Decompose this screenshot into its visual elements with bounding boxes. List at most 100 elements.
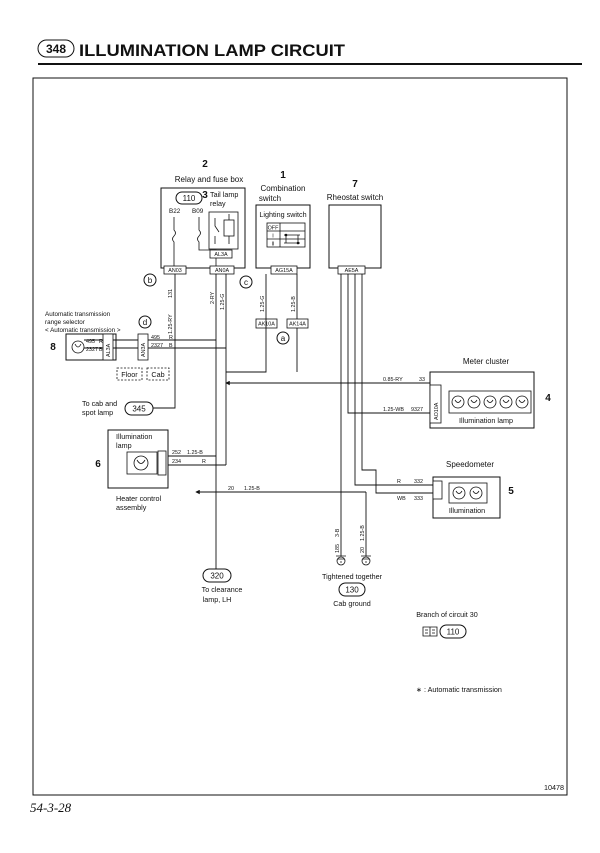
fuse-label-b09: B09 <box>192 208 204 215</box>
tail-lamp-relay-outline <box>208 211 239 250</box>
speedometer-lamp-icon <box>469 486 483 500</box>
heater-lamp-icon <box>133 455 149 471</box>
connector-ak10a <box>255 318 278 329</box>
selector-out-wire-circuit: 2327 <box>151 343 163 349</box>
lighting-switch-wire-spec: 1.25-B <box>291 296 297 312</box>
meter-lamp-icon <box>515 395 529 409</box>
connector-ak10a-label: AK10A <box>258 322 275 328</box>
callout-b: b <box>148 276 153 285</box>
selector-connector-right <box>137 333 149 361</box>
rheostat-switch-name: Rheostat switch <box>327 193 383 202</box>
connector-ag15a <box>270 265 298 275</box>
ground-icon <box>336 555 346 566</box>
relay-box-ref-oval <box>175 191 203 205</box>
lighting-switch-wire-spec: 1.25-G <box>260 296 266 312</box>
relay-wire-spec: 1.25-G <box>220 294 226 310</box>
relay-connector-label: AL3A <box>214 252 228 258</box>
relay-connector <box>209 249 233 259</box>
speedometer-connector <box>432 480 443 500</box>
range-selector-name-2: range selector <box>45 319 85 326</box>
relay-fuse-box: 2 Relay and fuse box 110 3 Tail lamp rel… <box>160 159 246 275</box>
selector-wire-color: R <box>99 339 103 345</box>
speedometer-wire-color: WB <box>397 496 406 502</box>
rheostat-switch-number: 7 <box>352 179 358 190</box>
ground-icon <box>361 555 371 566</box>
relay-wire-spec: 1.25-RY <box>168 314 174 334</box>
relay-box-ref-number: 110 <box>183 194 196 203</box>
ground-bus-spec: 1.25-B <box>244 486 260 492</box>
heater-control-outline <box>107 429 169 489</box>
connector-ak14a <box>286 318 309 329</box>
speedometer-lamp-icon <box>452 486 466 500</box>
selector-wire-circuit: 495 <box>86 339 95 345</box>
branch-label: Branch of circuit 30 <box>416 610 478 619</box>
meter-illumination-label: Illumination lamp <box>459 416 513 425</box>
speedometer-wire-circuit: 333 <box>414 496 423 502</box>
selector-out-wire-color: R <box>169 335 173 341</box>
fuse-label-b22: B22 <box>169 208 181 215</box>
range-selector-outline <box>65 333 117 361</box>
lighting-switch-label: Lighting switch <box>259 210 306 219</box>
page-number: 54-3-28 <box>30 800 72 815</box>
connector-an03-label: AN03 <box>168 268 182 274</box>
selector-connector-left <box>102 333 114 361</box>
connector-ae5a-label: AE5A <box>345 268 359 274</box>
connector-ag15a-label: AG15A <box>275 268 293 274</box>
heater-control-name: Heater control <box>116 494 162 503</box>
range-selector-number: 8 <box>50 342 56 353</box>
diagram-frame <box>32 77 568 796</box>
spot-lamp-label-2: spot lamp <box>82 408 113 417</box>
wire-rheostat-to-speedometer <box>354 274 433 486</box>
cab-location-box <box>146 367 170 381</box>
speedometer-name: Speedometer <box>446 460 494 469</box>
relay-wire-circuit: 131 <box>168 289 174 298</box>
wire-lighting-switch-feed <box>226 274 267 373</box>
clearance-lamp-ref-number: 320 <box>210 572 224 581</box>
branch-ref-number: 110 <box>447 628 460 637</box>
speedometer-lamp-filament-icon <box>455 490 480 494</box>
heater-lamp-label-2: lamp <box>116 441 132 450</box>
branch-ref-oval <box>439 624 467 639</box>
connector-an0a-label: AN0A <box>215 268 229 274</box>
selector-lamp-icon <box>71 340 85 354</box>
ground-wire-circuit: 20 <box>360 547 366 553</box>
selector-out-wire-color: B <box>169 343 173 349</box>
meter-wire-spec: 0.85-RY <box>383 377 403 383</box>
clearance-lamp-label-2: lamp, LH <box>203 595 232 604</box>
section-number: 348 <box>46 42 66 56</box>
tail-lamp-relay-label-2: relay <box>210 199 226 208</box>
meter-wire-circuit: 9327 <box>411 407 423 413</box>
range-selector-name: Automatic transmission <box>45 311 111 318</box>
switch-contact-icon <box>284 234 300 244</box>
wiring <box>84 274 433 569</box>
relay-box-number: 2 <box>202 159 208 170</box>
heater-wire-color: R <box>202 459 206 465</box>
heater-control-name-2: assembly <box>116 503 147 512</box>
wire-rheostat-to-meter <box>347 274 430 414</box>
wire-rheostat-to-speedometer <box>361 274 433 494</box>
switch-position-ii: II <box>272 242 275 248</box>
selector-out-wire-circuit: 495 <box>151 335 160 341</box>
cab-ground-ref-number: 130 <box>345 586 359 595</box>
callout-a-circle <box>276 331 290 345</box>
ground-bus-circuit: 20 <box>228 486 234 492</box>
page-title: ILLUMINATION LAMP CIRCUIT <box>79 41 346 60</box>
fuse-b22-icon <box>172 217 176 266</box>
meter-lamp-icon <box>483 395 497 409</box>
heater-wire-spec: 1.25-B <box>187 450 203 456</box>
meter-lamp-holder <box>448 390 532 414</box>
speedometer-wire-circuit: 332 <box>414 479 423 485</box>
floor-location-box <box>116 367 143 381</box>
switch-contact-dot <box>296 241 300 245</box>
heater-lamp-filament-icon <box>136 459 146 464</box>
fuse-b09-icon <box>197 217 217 266</box>
ground-wire-spec: 1.25-B <box>360 525 366 541</box>
relay-coil-icon <box>223 219 235 237</box>
callout-d: d <box>143 318 147 327</box>
range-selector: Automatic transmission range selector < … <box>45 311 149 361</box>
connector-ae5a <box>337 265 366 275</box>
combination-switch-number: 1 <box>280 170 286 181</box>
heater-wire-circuit: 252 <box>172 450 181 456</box>
selector-lamp-filament-icon <box>74 343 82 348</box>
